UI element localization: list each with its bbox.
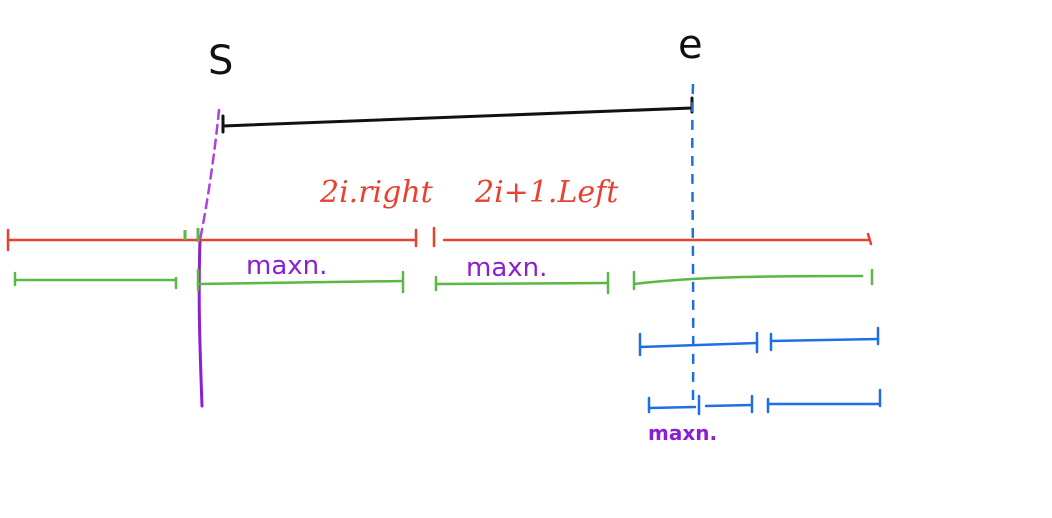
query-interval — [221, 96, 694, 134]
deep-segments — [638, 326, 882, 416]
parent-segment — [6, 226, 873, 252]
s-mark — [183, 228, 200, 242]
label-s: S — [208, 38, 233, 84]
child-segments — [13, 268, 874, 295]
e-boundary-line — [691, 83, 695, 401]
label-maxn-2: maxn. — [466, 253, 547, 283]
label-e: e — [678, 22, 703, 68]
label-left-child-right: 2i.right — [319, 175, 434, 210]
label-right-child-left: 2i+1.Left — [474, 175, 619, 210]
label-maxn-1: maxn. — [246, 251, 327, 281]
s-boundary-line — [197, 108, 221, 408]
label-maxn-3: maxn. — [648, 421, 717, 445]
